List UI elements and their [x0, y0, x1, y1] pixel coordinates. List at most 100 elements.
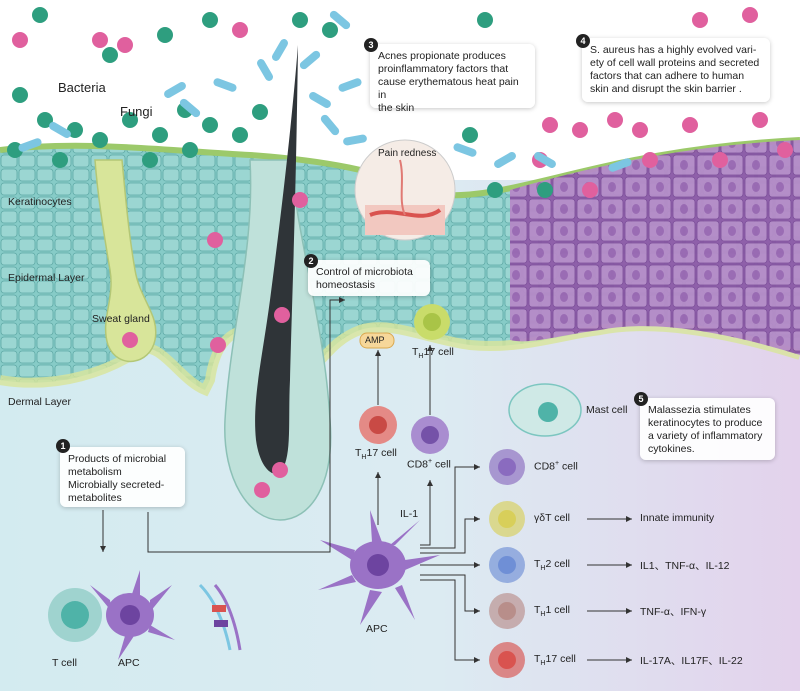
apc-left-shape: [90, 570, 175, 660]
label-epidermal-layer: Epidermal Layer: [8, 272, 85, 284]
fungus-hypha: [338, 78, 362, 92]
bacterium-pink: [692, 12, 708, 28]
callout-3-line-1: Acnes propionate produces: [378, 50, 506, 62]
bacterium-green: [292, 12, 308, 28]
immune-cell-name: CD8+ cell: [534, 460, 578, 473]
label-mast-cell: Mast cell: [586, 404, 628, 416]
bacterium-green: [12, 87, 28, 103]
callout-1-line-1: Products of microbial: [68, 453, 167, 465]
bacterium-pink: [742, 7, 758, 23]
callout-5-line-3: a variety of inflammatory: [648, 430, 763, 442]
pain-redness-inset: [354, 139, 456, 241]
label-apc-center: APC: [366, 623, 388, 635]
bacterium-green: [462, 127, 478, 143]
t-cell-shape: [48, 588, 102, 642]
bacterium-pink: [642, 152, 658, 168]
callout-3: 3 Acnes propionate produces proinflammat…: [364, 38, 535, 114]
immune-cell-nucleus: [498, 510, 516, 528]
callout-1: 1 Products of microbial metabolism Micro…: [56, 439, 185, 507]
bacterium-green: [32, 7, 48, 23]
label-t-cell: T cell: [52, 657, 77, 669]
fungus-hypha: [18, 138, 42, 152]
bacterium-green: [252, 104, 268, 120]
immune-cell-nucleus: [498, 458, 516, 476]
callout-4-line-2: ety of cell wall proteins and secreted: [590, 57, 760, 69]
bacterium-pink: [572, 122, 588, 138]
fungus-hypha: [494, 152, 516, 168]
label-dermal-layer: Dermal Layer: [8, 396, 72, 408]
callout-2-line-2: homeostasis: [316, 279, 375, 291]
amp-badge: [359, 332, 395, 349]
callout-5-line-2: keratinocytes to produce: [648, 417, 763, 429]
bacterium-green: [182, 142, 198, 158]
th17-dermis-cell: [359, 406, 397, 444]
bacterium-green: [37, 112, 53, 128]
label-il1: IL-1: [400, 508, 419, 520]
fungus-hypha: [299, 50, 321, 70]
fungus-hypha: [49, 122, 71, 138]
bacterium-green: [232, 127, 248, 143]
bacterium-pink: [272, 462, 288, 478]
bacterium-green: [122, 112, 138, 128]
fungus-hypha: [257, 59, 273, 81]
fungus-hypha: [272, 39, 288, 61]
bacterium-green: [142, 152, 158, 168]
fungus-hypha: [608, 158, 632, 172]
bacterium-pink: [207, 232, 223, 248]
label-bacteria: Bacteria: [58, 80, 106, 95]
label-amp: AMP: [365, 335, 385, 345]
immune-cell-name: TH17 cell: [534, 653, 576, 668]
callout-1-number: 1: [56, 439, 70, 453]
bacterium-pink: [632, 122, 648, 138]
sweat-gland-shape: [94, 159, 157, 362]
callout-2: 2 Control of microbiota homeostasis: [304, 254, 430, 296]
label-cd8-dermis: CD8+ cell: [407, 458, 451, 471]
bacterium-pink: [12, 32, 28, 48]
bacterium-pink: [712, 152, 728, 168]
immune-cell-output: Innate immunity: [640, 512, 715, 524]
bacterium-green: [92, 132, 108, 148]
bacterium-pink: [254, 482, 270, 498]
callout-5-line-4: cytokines.: [648, 443, 695, 455]
label-keratinocytes: Keratinocytes: [8, 196, 72, 208]
fungus-hypha: [453, 143, 477, 157]
bacterium-pink: [210, 337, 226, 353]
callout-1-line-4: metabolites: [68, 492, 122, 504]
bacterium-green: [202, 117, 218, 133]
callout-1-line-2: metabolism: [68, 466, 122, 478]
callout-4-line-4: skin and disrupt the skin barrier .: [590, 83, 742, 95]
bacterium-green: [102, 47, 118, 63]
cd8-dermis-cell: [411, 416, 449, 454]
bacterium-green: [537, 182, 553, 198]
infected-keratinocytes: [510, 140, 800, 355]
label-sweat-gland: Sweat gland: [92, 313, 150, 325]
bacterium-green: [487, 182, 503, 198]
bacterium-green: [202, 12, 218, 28]
callout-5-line-1: Malassezia stimulates: [648, 404, 751, 416]
callout-3-line-3: cause erythematous heat pain in: [378, 76, 519, 101]
fungus-hypha: [309, 92, 331, 108]
bacterium-pink: [122, 332, 138, 348]
immune-cell-nucleus: [498, 602, 516, 620]
immune-cell-nucleus: [498, 556, 516, 574]
microbes: [7, 7, 793, 498]
bacterium-green: [157, 27, 173, 43]
callout-2-number: 2: [304, 254, 318, 268]
fungus-hypha: [329, 10, 351, 30]
callout-5: 5 Malassezia stimulates keratinocytes to…: [634, 392, 775, 460]
fungus-hypha: [213, 78, 237, 92]
immune-cell-column: [489, 449, 525, 678]
fungus-hypha: [320, 114, 340, 136]
fungus-hypha: [343, 134, 367, 146]
label-th17-epidermis: TH17 cell: [412, 346, 454, 361]
fungus-hypha: [179, 98, 201, 118]
hair-shaft: [255, 45, 298, 474]
callout-4-number: 4: [576, 34, 590, 48]
fungus-hypha: [164, 82, 186, 98]
bacterium-pink: [682, 117, 698, 133]
bacterium-pink: [607, 112, 623, 128]
immune-cell-nucleus: [498, 651, 516, 669]
callout-3-line-4: the skin: [378, 102, 415, 114]
bacterium-pink: [777, 142, 793, 158]
